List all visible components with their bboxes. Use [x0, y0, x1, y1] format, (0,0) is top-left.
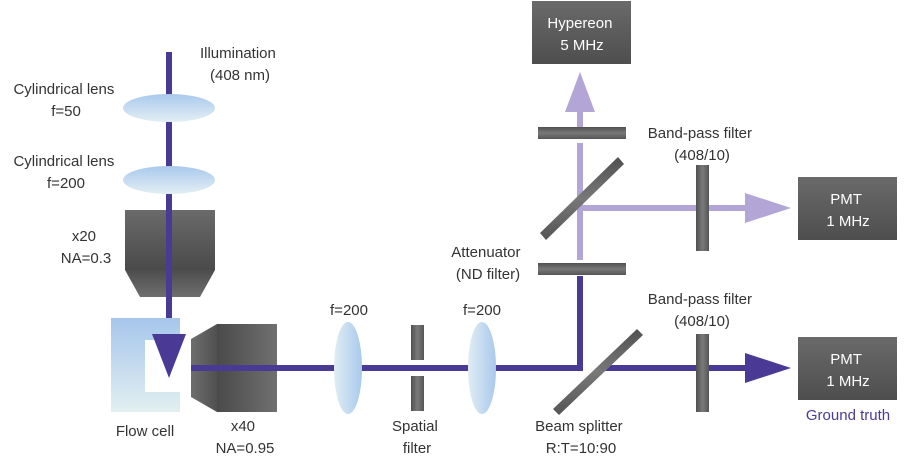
pmt-top-box — [798, 177, 897, 240]
lens-f200-1 — [334, 322, 362, 414]
hypereon-arrowhead — [565, 72, 595, 112]
illumination-label: Illumination (408 nm) — [200, 45, 280, 84]
detection-beam — [191, 365, 583, 371]
pmt-bottom-box — [798, 337, 897, 400]
upper-beam-splitter — [540, 157, 624, 240]
lens-f200-1-label: f=200 — [330, 302, 368, 319]
attenuator-nd-filter — [538, 263, 626, 275]
bandpass-filter-top — [696, 165, 709, 251]
objective-x40-label: x40 NA=0.95 — [216, 418, 275, 457]
cylindrical-lens-f50 — [123, 94, 215, 122]
reflected-beam — [577, 276, 583, 371]
pmt-top-arrowhead — [745, 193, 791, 223]
objective-x20-label: x20 NA=0.3 — [61, 228, 111, 267]
illumination-arrowhead — [152, 334, 186, 378]
cylindrical-lens-f200 — [123, 166, 215, 194]
spatial-filter — [411, 325, 424, 411]
lens-f200-2-label: f=200 — [463, 302, 501, 319]
ground-truth-label: Ground truth — [806, 407, 890, 424]
cylindrical-lens-f50-label: Cylindrical lens f=50 — [13, 81, 118, 120]
pmt-top-label: PMT 1 MHz — [826, 191, 869, 230]
flow-cell-label: Flow cell — [116, 423, 174, 440]
bandpass-filter-hypereon — [538, 127, 626, 139]
hypereon-label: Hypereon 5 MHz — [547, 15, 616, 54]
cylindrical-lens-f200-label: Cylindrical lens f=200 — [13, 153, 118, 192]
beam-splitter — [553, 329, 643, 415]
spatial-filter-label: Spatial filter — [392, 418, 442, 457]
illumination-beam — [166, 52, 172, 342]
bandpass-filter-top-label: Band-pass filter (408/10) — [648, 125, 756, 164]
bandpass-filter-bottom-label: Band-pass filter (408/10) — [648, 291, 756, 330]
beam-splitter-label: Beam splitter R:T=10:90 — [535, 418, 627, 457]
pmt-bottom-label: PMT 1 MHz — [826, 351, 869, 390]
attenuator-label: Attenuator (ND filter) — [451, 244, 524, 283]
hypereon-box — [532, 1, 631, 64]
ground-truth-arrowhead — [745, 353, 791, 383]
lens-f200-2 — [468, 322, 496, 414]
bandpass-filter-bottom — [696, 334, 709, 412]
